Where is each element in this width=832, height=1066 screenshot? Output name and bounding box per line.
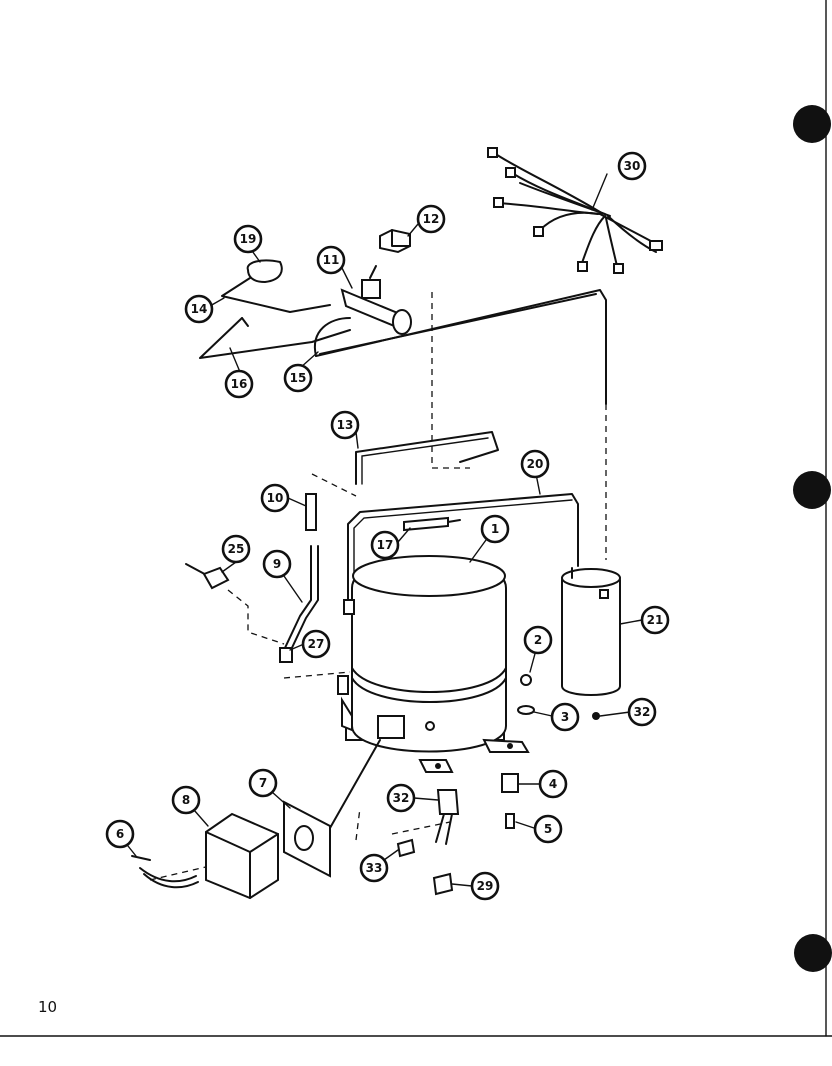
binder-hole-middle [793, 471, 831, 509]
callout-30: 32 [627, 697, 657, 727]
terminal-cover [283, 739, 381, 878]
fuse-part [435, 789, 460, 845]
relay-part [379, 228, 411, 254]
callout-17: 17 [370, 530, 400, 560]
svg-text:32: 32 [393, 791, 410, 805]
callout-28: 29 [470, 871, 500, 901]
svg-text:10: 10 [267, 491, 284, 505]
plug-part [396, 838, 416, 858]
callout-14: 14 [184, 294, 214, 324]
callout-8: 8 [171, 785, 201, 815]
callout-10: 10 [260, 483, 290, 513]
svg-text:17: 17 [377, 538, 394, 552]
binder-hole-top [793, 105, 831, 143]
callout-25: 25 [221, 534, 251, 564]
callout-16: 16 [224, 369, 254, 399]
svg-text:21: 21 [647, 613, 664, 627]
svg-text:7: 7 [259, 776, 267, 790]
svg-text:19: 19 [240, 232, 257, 246]
callout-4: 4 [538, 769, 568, 799]
callout-11: 11 [316, 245, 346, 275]
svg-text:33: 33 [366, 861, 383, 875]
svg-text:14: 14 [191, 302, 208, 316]
compressor-part [337, 555, 530, 773]
svg-text:27: 27 [308, 637, 325, 651]
svg-text:30: 30 [624, 159, 641, 173]
retaining-clip [131, 855, 199, 889]
wiring-harness [487, 147, 663, 274]
tube-13 [355, 431, 499, 485]
callout-1: 1 [480, 514, 510, 544]
mounting-hardware [501, 674, 600, 829]
binder-hole-bottom [794, 934, 832, 972]
svg-text:4: 4 [549, 777, 557, 791]
svg-text:12: 12 [423, 212, 440, 226]
page-number: 10 [38, 998, 57, 1016]
svg-text:15: 15 [290, 371, 307, 385]
discharge-tube-20 [347, 493, 579, 607]
callout-19: 19 [233, 224, 263, 254]
svg-text:3: 3 [561, 710, 569, 724]
svg-text:20: 20 [527, 457, 544, 471]
svg-text:8: 8 [182, 793, 190, 807]
svg-text:29: 29 [477, 879, 494, 893]
process-tube [279, 493, 319, 663]
callout-29: 30 [617, 151, 647, 181]
svg-text:11: 11 [323, 253, 340, 267]
grommet-part [185, 563, 230, 590]
drier-part [403, 516, 461, 532]
callout-32: 32 [386, 783, 416, 813]
callout-9: 9 [262, 549, 292, 579]
svg-text:5: 5 [544, 822, 552, 836]
callout-33: 33 [359, 853, 389, 883]
svg-text:13: 13 [337, 418, 354, 432]
svg-text:1: 1 [491, 522, 499, 536]
callout-3: 3 [550, 702, 580, 732]
accumulator-part [561, 567, 621, 696]
svg-text:25: 25 [228, 542, 245, 556]
callout-5: 5 [533, 814, 563, 844]
callout-7: 7 [248, 768, 278, 798]
capillary-tube-assembly [199, 259, 607, 405]
solenoid-part [340, 265, 412, 335]
svg-text:2: 2 [534, 633, 542, 647]
callout-20: 20 [520, 449, 550, 479]
callout-12: 12 [416, 204, 446, 234]
svg-text:9: 9 [273, 557, 281, 571]
svg-text:6: 6 [116, 827, 124, 841]
svg-text:32: 32 [634, 705, 651, 719]
callout-13: 13 [330, 410, 360, 440]
svg-text:16: 16 [231, 377, 248, 391]
callout-21: 21 [640, 605, 670, 635]
callout-15: 15 [283, 363, 313, 393]
callout-2: 2 [523, 625, 553, 655]
cap-part [432, 872, 454, 896]
callout-27: 27 [301, 629, 331, 659]
terminal-box [205, 812, 279, 900]
callout-6: 6 [105, 819, 135, 849]
